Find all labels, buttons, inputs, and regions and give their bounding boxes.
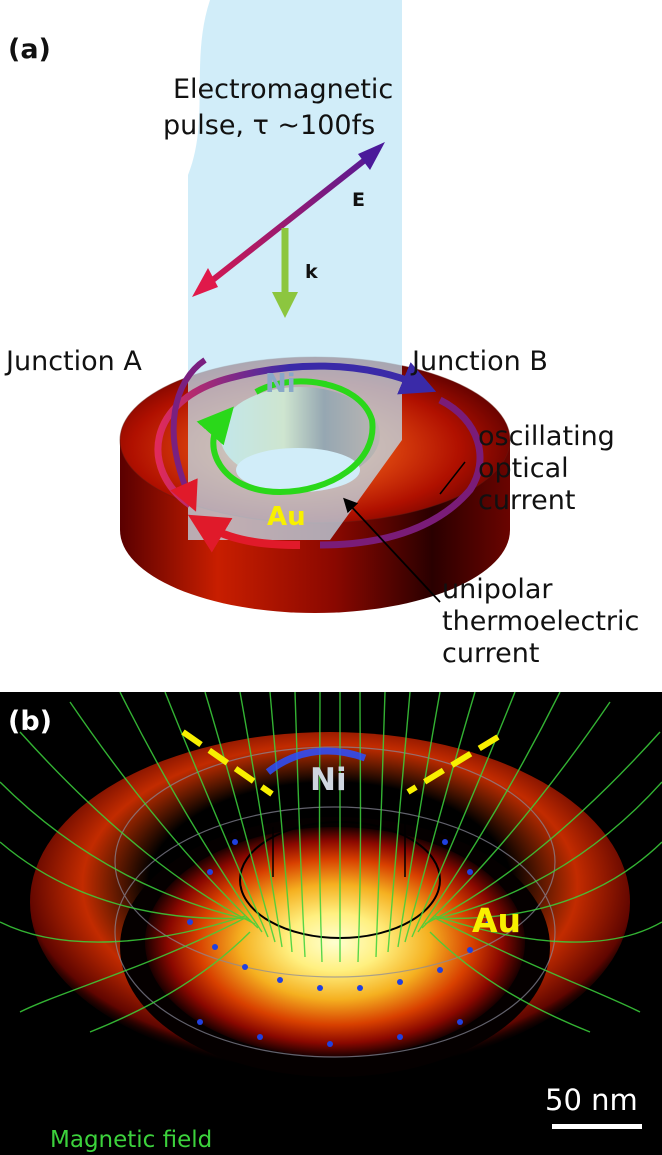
ni-label-b: Ni: [310, 762, 347, 798]
au-label-b: Au: [472, 901, 521, 940]
optical-current-line2: optical: [478, 453, 569, 484]
pulse-title-line1: Electromagnetic: [173, 74, 393, 105]
panel-a: (a) Electromagnetic pulse, τ ~100fs E k …: [4, 0, 639, 669]
current-vector-arrows: [187, 839, 491, 1047]
thermoelectric-current-loop: [196, 378, 376, 496]
thermo-current-pointer: [343, 497, 441, 603]
magnetic-field-legend: Magnetic field: [50, 1127, 212, 1153]
k-vector-arrow: [272, 228, 298, 318]
panel-b-label: (b): [8, 706, 52, 737]
optical-current-line3: current: [478, 485, 575, 516]
ni-label: Ni: [265, 369, 296, 399]
thermo-current-line3: current: [442, 638, 539, 669]
panel-a-label: (a): [8, 34, 51, 65]
ni-current-band: [265, 747, 367, 775]
optical-current-arrows: [154, 357, 484, 553]
magnetic-field-lines: [0, 692, 662, 1033]
panel-a-diagram: (a) Electromagnetic pulse, τ ~100fs E k …: [4, 0, 639, 669]
pulse-sheet: [188, 0, 402, 540]
thermo-current-line1: unipolar: [442, 574, 553, 605]
e-field-arrow: [192, 142, 385, 297]
scale-bar-label: 50 nm: [545, 1083, 638, 1117]
panel-b-field-map: (b) Ni Au 50 nm Magnetic field: [0, 692, 662, 1155]
junction-b-dash: [406, 734, 500, 795]
e-label: E: [352, 189, 365, 211]
au-label: Au: [267, 502, 306, 532]
scale-bar: [552, 1124, 642, 1129]
thermo-current-line2: thermoelectric: [442, 606, 639, 637]
k-label: k: [305, 261, 318, 283]
panel-b: (b) Ni Au 50 nm Magnetic field: [0, 692, 662, 1155]
junction-b-label: Junction B: [410, 346, 548, 377]
ring-outline: [114, 746, 556, 1058]
junction-a-dash: [181, 729, 274, 797]
pulse-title-line2: pulse, τ ~100fs: [163, 110, 375, 141]
optical-current-pointer: [439, 461, 466, 495]
junction-a-label: Junction A: [4, 346, 142, 377]
optical-current-line1: oscillating: [478, 421, 615, 452]
